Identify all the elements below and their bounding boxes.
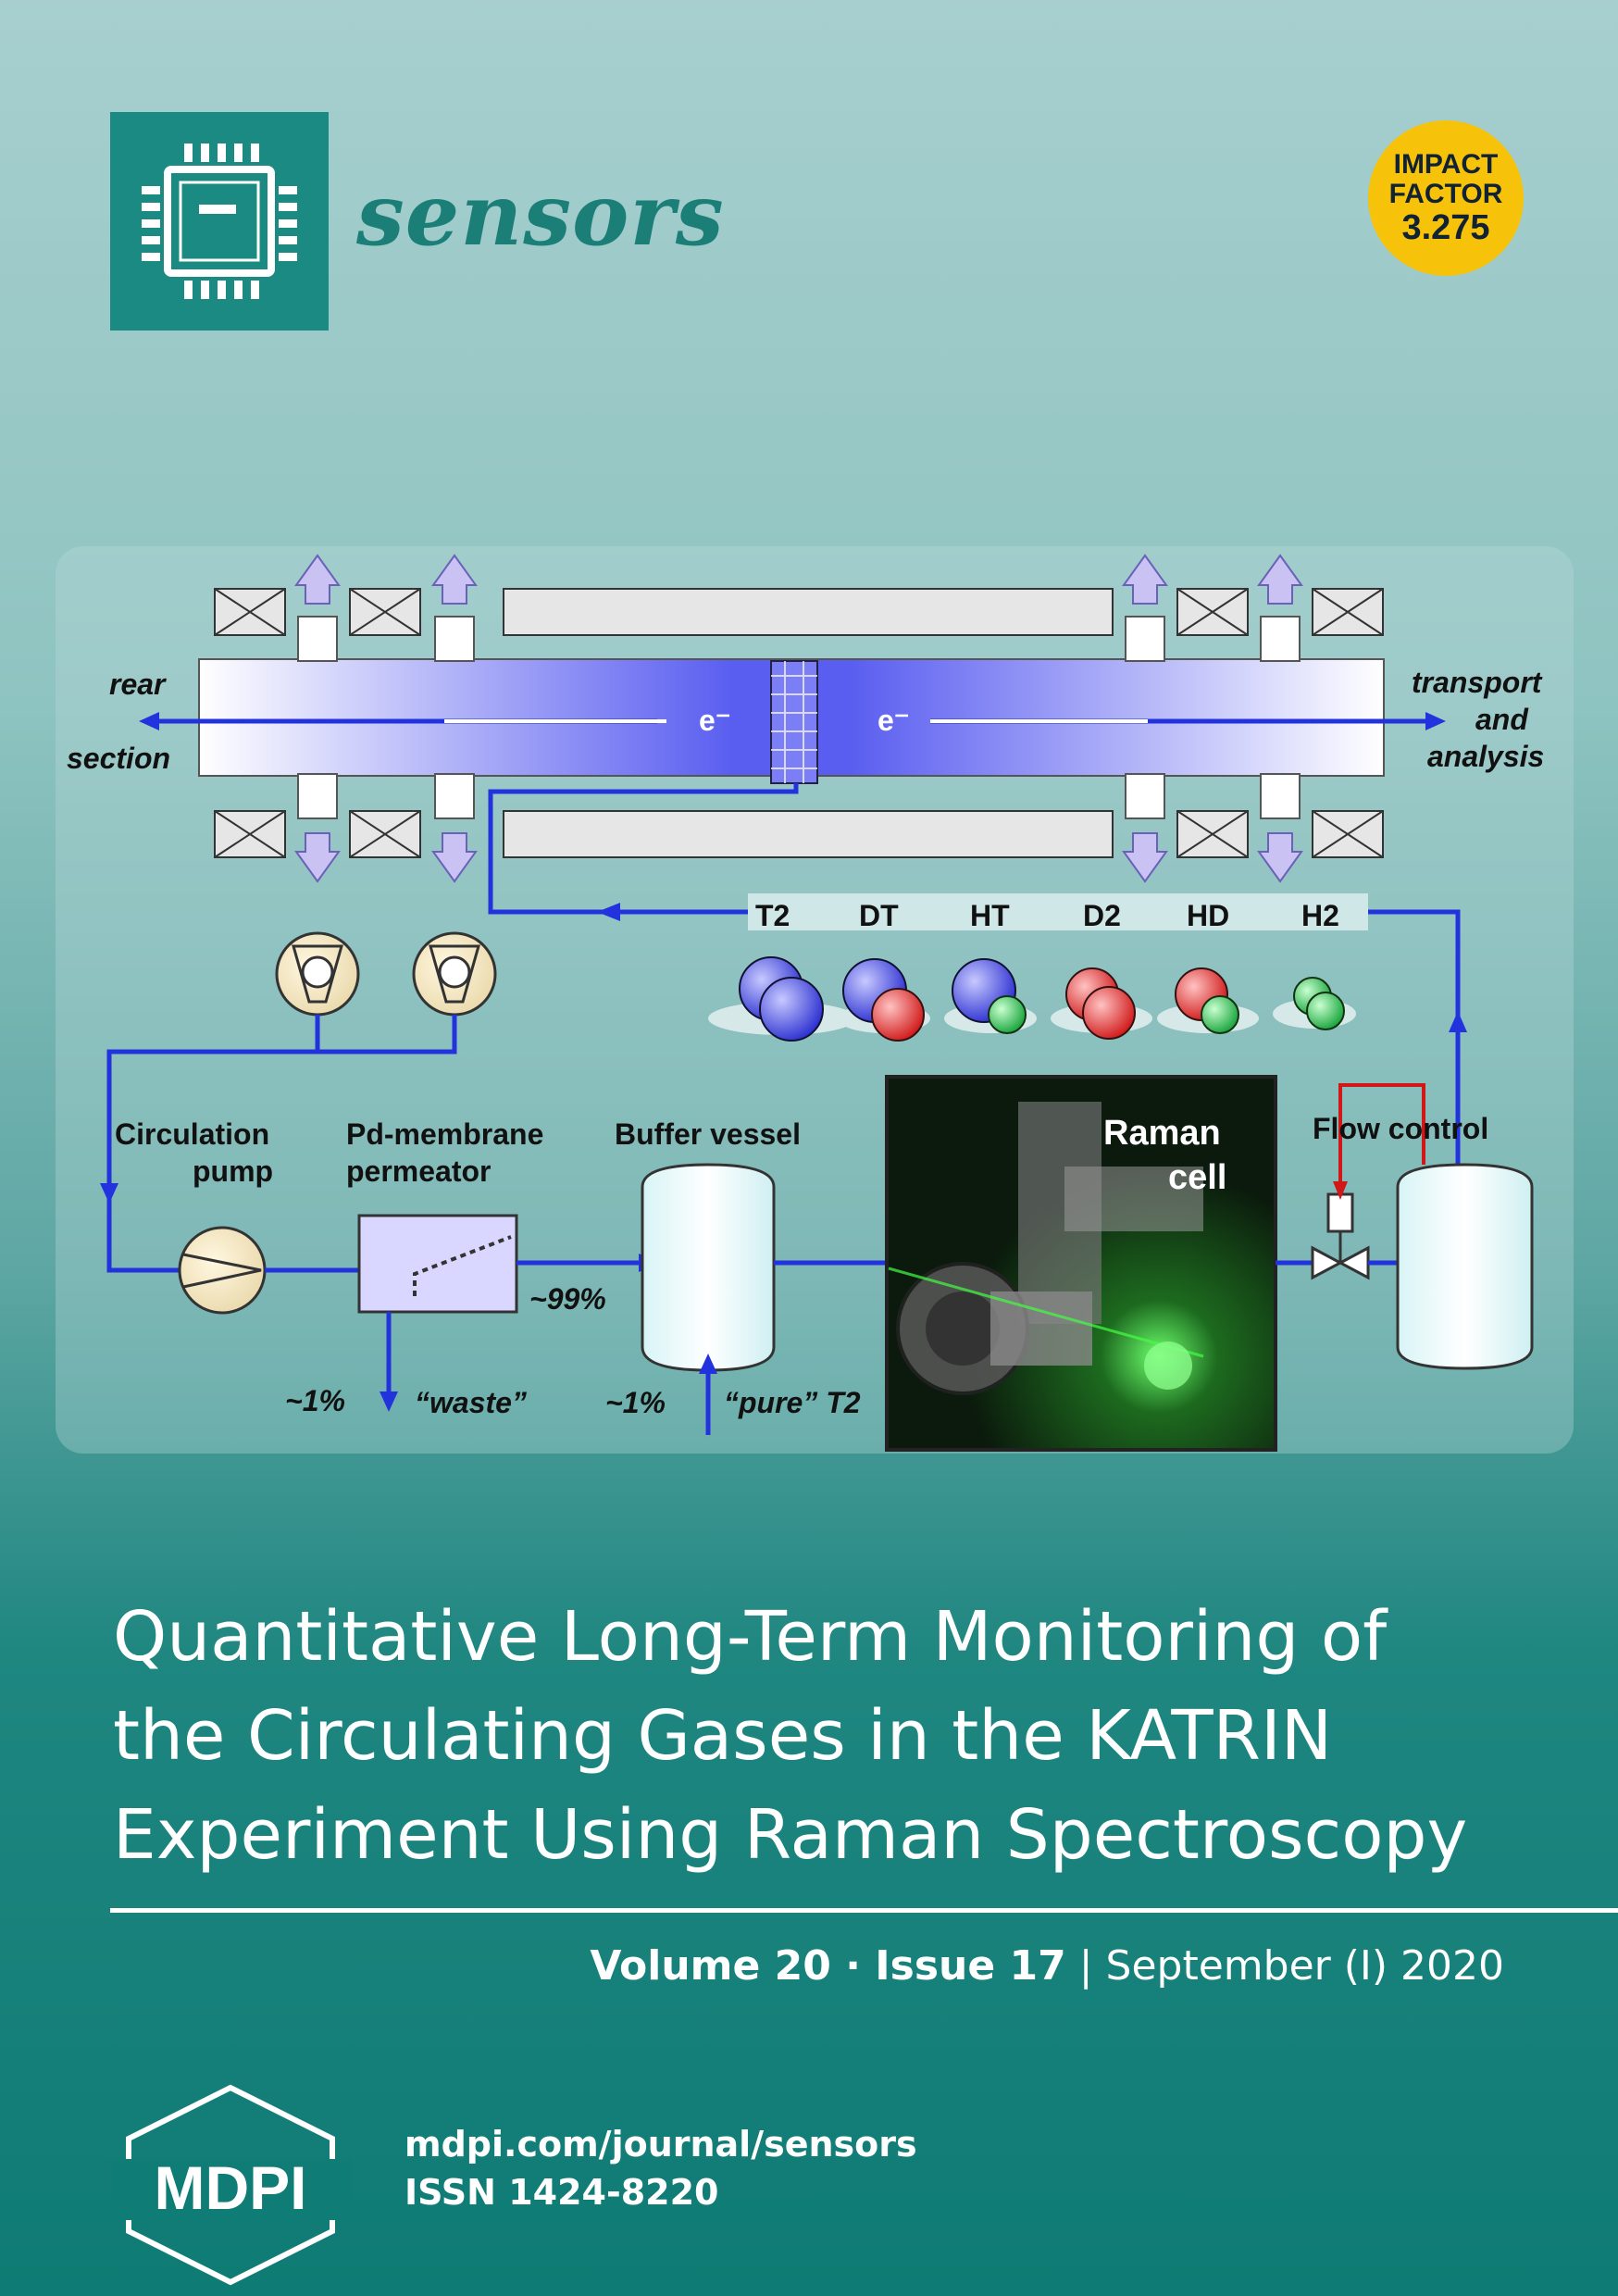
gas-label-hd: HD	[1187, 899, 1229, 932]
pd-permeator	[357, 1214, 518, 1314]
impact-factor-badge: IMPACT FACTOR 3.275	[1368, 120, 1524, 276]
electron-right: e⁻	[877, 704, 910, 737]
waste-label: “waste”	[415, 1386, 527, 1419]
gas-label-dt: DT	[859, 899, 899, 932]
flow-control-label: Flow control	[1313, 1112, 1488, 1145]
impact-value: 3.275	[1401, 208, 1490, 247]
raman-label: Raman	[1103, 1114, 1221, 1153]
analysis-label: analysis	[1427, 740, 1544, 773]
title-line-2: the Circulating Gases in the KATRIN	[113, 1696, 1333, 1776]
issue-info: Volume 20 · Issue 17 | September (I) 202…	[590, 1942, 1504, 1990]
transport-label: transport	[1412, 666, 1543, 699]
volume: Volume 20	[590, 1942, 831, 1990]
permeator-label: permeator	[346, 1154, 492, 1188]
journal-url[interactable]: mdpi.com/journal/sensors	[404, 2124, 917, 2165]
raman-cell-photo	[885, 1075, 1277, 1452]
circulation-label: Circulation	[115, 1117, 269, 1151]
mdpi-logo: MDPI	[110, 2084, 351, 2286]
publisher-info: mdpi.com/journal/sensors ISSN 1424-8220	[404, 2120, 917, 2216]
pct-1-waste-label: ~1%	[285, 1384, 345, 1417]
right-vessel	[1396, 1163, 1534, 1370]
turbo-pump-2	[412, 931, 497, 1017]
issn: ISSN 1424-8220	[404, 2172, 719, 2213]
article-title: Quantitative Long-Term Monitoring of the…	[113, 1588, 1557, 1885]
impact-label-1: IMPACT	[1393, 149, 1499, 180]
buffer-vessel-label: Buffer vessel	[615, 1117, 801, 1151]
molecule-hd	[1157, 967, 1259, 1034]
flow-control-valve	[1311, 1083, 1425, 1280]
turbo-pump-1	[275, 931, 360, 1017]
molecule-t2	[708, 956, 856, 1042]
pct-1-pure-label: ~1%	[605, 1386, 666, 1419]
cell-label: cell	[1168, 1158, 1226, 1197]
title-line-3: Experiment Using Raman Spectroscopy	[113, 1795, 1468, 1875]
pd-membrane-label: Pd-membrane	[346, 1117, 543, 1151]
issue-separator: ·	[830, 1942, 876, 1990]
gas-label-ht: HT	[970, 899, 1010, 932]
circulation-pump	[178, 1226, 267, 1315]
pct-99-label: ~99%	[529, 1282, 606, 1316]
gas-label-t2: T2	[755, 899, 790, 932]
divider	[110, 1908, 1618, 1913]
issue-date: September (I) 2020	[1105, 1942, 1504, 1990]
section-label: section	[67, 742, 170, 775]
molecule-dt	[838, 958, 930, 1042]
pump-label: pump	[193, 1154, 273, 1188]
issue-number: Issue 17	[875, 1942, 1066, 1990]
impact-label-2: FACTOR	[1388, 179, 1503, 209]
molecule-ht	[944, 958, 1037, 1034]
mdpi-wordmark: MDPI	[155, 2153, 307, 2222]
title-line-1: Quantitative Long-Term Monitoring of	[113, 1597, 1388, 1677]
buffer-vessel	[641, 1163, 776, 1372]
rear-label: rear	[109, 668, 167, 701]
and-label: and	[1475, 703, 1529, 736]
molecule-d2	[1051, 967, 1152, 1040]
chip-icon	[142, 144, 297, 299]
gas-label-d2: D2	[1083, 899, 1121, 932]
electron-left: e⁻	[699, 704, 731, 737]
gas-label-h2: H2	[1301, 899, 1339, 932]
journal-logo	[110, 112, 329, 331]
pure-t2-label: “pure” T2	[724, 1386, 861, 1419]
katrin-loop-diagram: T2 DT HT D2 HD H2	[56, 546, 1574, 1454]
bar-separator: |	[1065, 1942, 1106, 1990]
journal-name: sensors	[356, 165, 725, 265]
molecule-h2	[1273, 977, 1356, 1030]
